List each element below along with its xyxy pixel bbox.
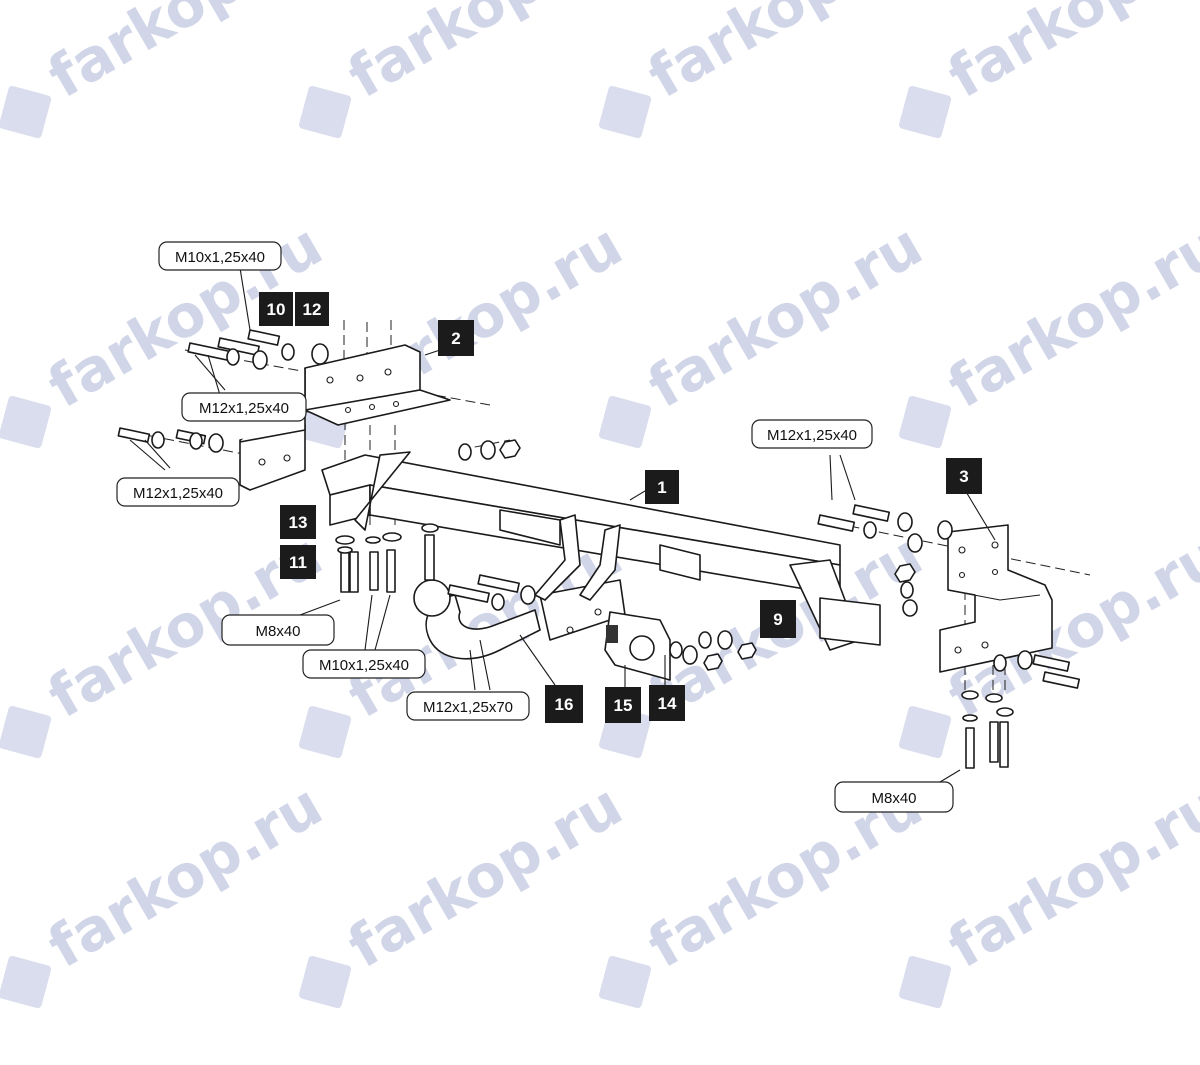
tow-ball-neck [413,514,626,660]
callout-top-left-m10: M10x1,25x40 [158,241,282,271]
left-mounting-bracket [239,344,451,491]
part-badge-11: 11 [280,545,316,579]
car-logo-icon [599,86,652,139]
watermark-tile: farkop.ru [899,211,1200,449]
car-logo-icon [0,706,52,759]
callout-label: M12x1,25x40 [133,485,223,502]
watermark-tile: farkop.ru [0,771,334,1009]
car-logo-icon [0,86,52,139]
watermark-tile: farkop.ru [0,0,334,139]
callout-label: M10x1,25x40 [175,249,265,266]
leader-lines [129,267,996,786]
callout-label: M12x1,25x40 [767,427,857,444]
callout-label: M10x1,25x40 [319,657,409,674]
callout-right-m12: M12x1,25x40 [751,419,873,449]
fastener-set [117,329,1081,769]
car-logo-icon [899,396,952,449]
part-badge-15: 15 [605,687,641,723]
car-logo-icon [599,956,652,1009]
watermark-tile: farkop.ru [899,0,1200,139]
car-logo-icon [899,706,952,759]
car-logo-icon [599,396,652,449]
callout-label: M12x1,25x40 [199,400,289,417]
part-number: 1 [657,478,666,497]
watermark-text: farkop.ru [637,211,934,422]
callout-right-m8: M8x40 [834,781,954,813]
watermark-tile: farkop.ru [599,0,934,139]
callout-center-m12x70: M12x1,25x70 [406,691,530,721]
part-number: 11 [289,553,307,572]
car-logo-icon [299,706,352,759]
part-badge-1: 1 [645,470,679,504]
car-logo-icon [899,956,952,1009]
watermark-text: farkop.ru [937,211,1200,422]
callout-label: M8x40 [255,623,300,640]
callout-left-m8: M8x40 [221,614,335,646]
part-badge-13: 13 [280,505,316,539]
watermark-text: farkop.ru [937,0,1200,111]
part-number: 16 [555,695,574,714]
callout-center-m10: M10x1,25x40 [302,649,426,679]
watermark-text: farkop.ru [337,771,634,982]
part-badge-16: 16 [545,685,583,723]
watermark-text: farkop.ru [337,0,634,111]
watermark-text: farkop.ru [637,0,934,111]
part-badge-12: 12 [295,292,329,326]
callout-label: M12x1,25x70 [423,699,513,716]
car-logo-icon [899,86,952,139]
car-logo-icon [299,86,352,139]
part-number: 14 [658,694,677,713]
car-logo-icon [0,396,52,449]
socket-plate [604,611,671,681]
part-badge-14: 14 [649,685,685,721]
callout-left-upper-m12: M12x1,25x40 [181,392,307,422]
part-number: 9 [773,610,782,629]
watermark-text: farkop.ru [37,771,334,982]
car-logo-icon [0,956,52,1009]
watermark-text: farkop.ru [37,0,334,111]
part-number: 15 [614,696,633,715]
part-badge-10: 10 [259,292,293,326]
callout-label: M8x40 [871,790,916,807]
part-number: 13 [289,513,308,532]
part-number: 3 [959,467,968,486]
part-number: 2 [451,329,460,348]
part-number: 10 [267,300,286,319]
watermark-tile: farkop.ru [299,771,634,1009]
part-badge-3: 3 [946,458,982,494]
car-logo-icon [299,956,352,1009]
watermark-text: farkop.ru [937,771,1200,982]
watermark-tile: farkop.ru [299,0,634,139]
callout-left-lower-m12: M12x1,25x40 [116,477,240,507]
right-mounting-bracket [939,524,1053,673]
part-badge-2: 2 [438,320,474,356]
part-number: 12 [303,300,322,319]
part-badge-9: 9 [760,600,796,638]
